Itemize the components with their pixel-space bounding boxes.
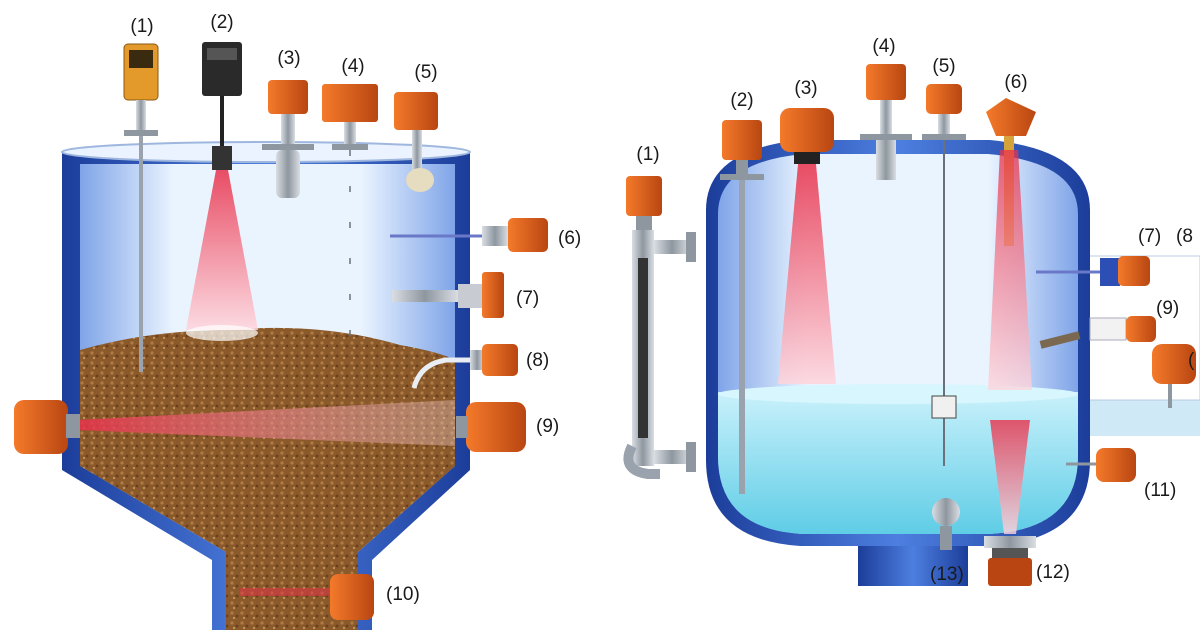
tank-label-5: (5) — [932, 56, 955, 77]
silo-label-8: (8) — [526, 350, 549, 371]
tank-sensor-2-guided-rod — [720, 120, 764, 494]
tank-sensor-5-float — [922, 84, 966, 466]
tank-sensor-7-vibrating — [1036, 256, 1150, 286]
tank-sensor-1-bypass — [623, 176, 696, 479]
silo-label-4: (4) — [341, 56, 364, 77]
silo-sensor-8-bent-rod — [411, 344, 518, 389]
silo-sensor-5-paddle — [394, 92, 438, 192]
silo-labels: (1) (2) (3) (4) (5) (6) (7) (8) (9) (10) — [130, 12, 581, 605]
silo-label-5: (5) — [414, 62, 437, 83]
tank-label-3: (3) — [794, 78, 817, 99]
silo-label-2: (2) — [210, 12, 233, 33]
tank-label-1: (1) — [636, 144, 659, 165]
tank-label-10: ( — [1188, 350, 1195, 371]
silo-label-6: (6) — [558, 228, 581, 249]
tank-sensor-13-bottom-float — [932, 498, 960, 550]
silo-label-7: (7) — [516, 288, 539, 309]
silo-sensor-3-capacitive — [262, 80, 314, 198]
silo-sensor-1-guided-radar — [123, 43, 159, 372]
silo-label-1: (1) — [130, 16, 153, 37]
tank-label-8: (8 — [1176, 226, 1193, 247]
silo-sensor-10-outlet — [240, 574, 374, 620]
bulk-solid-material — [80, 327, 455, 630]
silo-label-3: (3) — [277, 48, 300, 69]
tank-sensor-6-radar-horn — [986, 98, 1036, 534]
tank-sensor-3-ultrasonic — [778, 108, 836, 384]
tank-label-11: (11) — [1144, 480, 1176, 501]
tank-sensor-4-radar — [860, 64, 912, 180]
tank-sensor-11 — [1066, 448, 1136, 482]
silo-sensor-6-vibrating-rod — [390, 218, 548, 252]
tank-label-4: (4) — [872, 36, 895, 57]
tank-sensor-9-conductive — [1039, 316, 1156, 349]
tank-labels: (1) (2) (3) (4) (5) (6) (7) (8 (9) ( (11… — [636, 36, 1195, 585]
tank-sensor-12-bottom-radar — [984, 536, 1036, 586]
tank-label-13: (13) — [930, 564, 964, 585]
silo-sensor-2-radar — [186, 42, 258, 341]
silo-sensor-4-cable-floats — [322, 84, 378, 350]
tank-label-9: (9) — [1156, 298, 1179, 319]
silo-label-9: (9) — [536, 416, 559, 437]
tank-sensor-10-partial — [1152, 344, 1196, 408]
silo-label-10: (10) — [386, 584, 420, 605]
tank-label-2: (2) — [730, 90, 753, 111]
silo-sensor-7-side-rod — [392, 272, 504, 318]
silo-sensor-9-microwave-barrier — [14, 400, 526, 454]
tank-label-7: (7) — [1138, 226, 1161, 247]
tank-label-6: (6) — [1004, 72, 1027, 93]
tank-label-12: (12) — [1036, 562, 1070, 583]
